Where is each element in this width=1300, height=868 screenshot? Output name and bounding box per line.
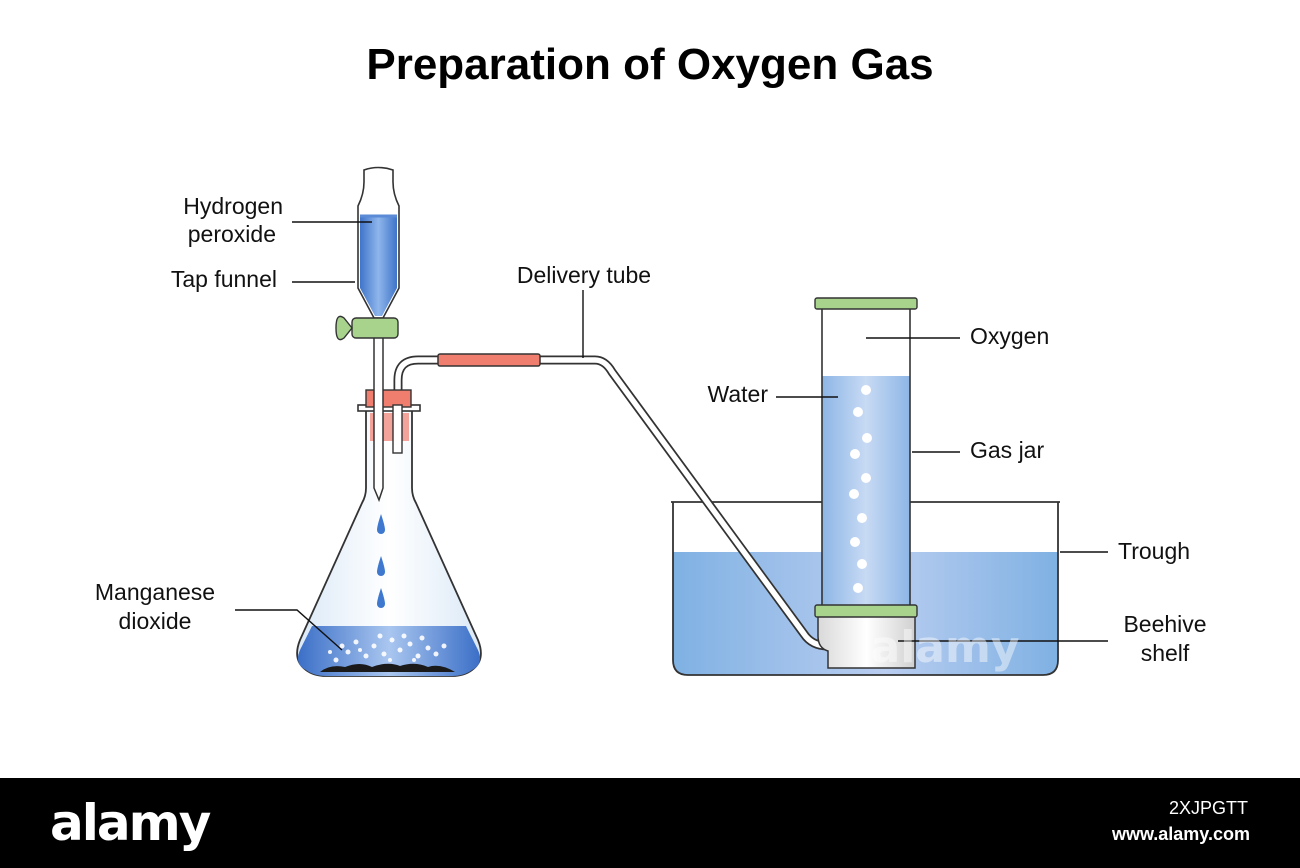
- gas-jar: [814, 297, 918, 618]
- hydrogen-peroxide-drops: [377, 514, 385, 608]
- label-tap-funnel: Tap funnel: [171, 266, 277, 292]
- oxygen-bubbles: [849, 385, 872, 593]
- footer-bar: alamy 2XJPGTT www.alamy.com: [0, 778, 1300, 868]
- label-gas-jar: Gas jar: [970, 437, 1044, 463]
- delivery-tube: [393, 353, 833, 651]
- tap-funnel: [335, 166, 400, 341]
- label-hydrogen-peroxide-line2: peroxide: [188, 221, 276, 247]
- label-beehive-shelf-line2: shelf: [1141, 640, 1190, 666]
- image-id: 2XJPGTT: [1168, 798, 1248, 818]
- label-oxygen: Oxygen: [970, 323, 1049, 349]
- gas-jar-lid: [814, 297, 918, 310]
- beehive-shelf: [817, 614, 916, 669]
- label-hydrogen-peroxide-line1: Hydrogen: [183, 193, 283, 219]
- tap: [351, 317, 399, 339]
- site-link[interactable]: www.alamy.com: [1111, 824, 1250, 844]
- conical-flask: [296, 338, 482, 677]
- tap-handle: [335, 315, 353, 341]
- label-manganese-dioxide-line2: dioxide: [119, 608, 192, 634]
- label-water: Water: [708, 381, 769, 407]
- label-trough: Trough: [1118, 538, 1190, 564]
- label-delivery-tube: Delivery tube: [517, 262, 651, 288]
- leader-lines: [235, 221, 1108, 651]
- diagram-title: Preparation of Oxygen Gas: [366, 40, 934, 89]
- rubber-stopper: [365, 389, 412, 408]
- manganese-dioxide: [320, 663, 455, 672]
- apparatus-diagram: Hydrogen peroxide Tap funnel Delivery tu…: [95, 166, 1207, 677]
- brand-logo[interactable]: alamy: [50, 794, 211, 852]
- gas-jar-rim: [814, 604, 918, 618]
- rubber-connector: [437, 353, 541, 367]
- label-manganese-dioxide-line1: Manganese: [95, 579, 215, 605]
- watermark-overlay: alamy: [871, 622, 1020, 673]
- label-beehive-shelf-line1: Beehive: [1123, 611, 1206, 637]
